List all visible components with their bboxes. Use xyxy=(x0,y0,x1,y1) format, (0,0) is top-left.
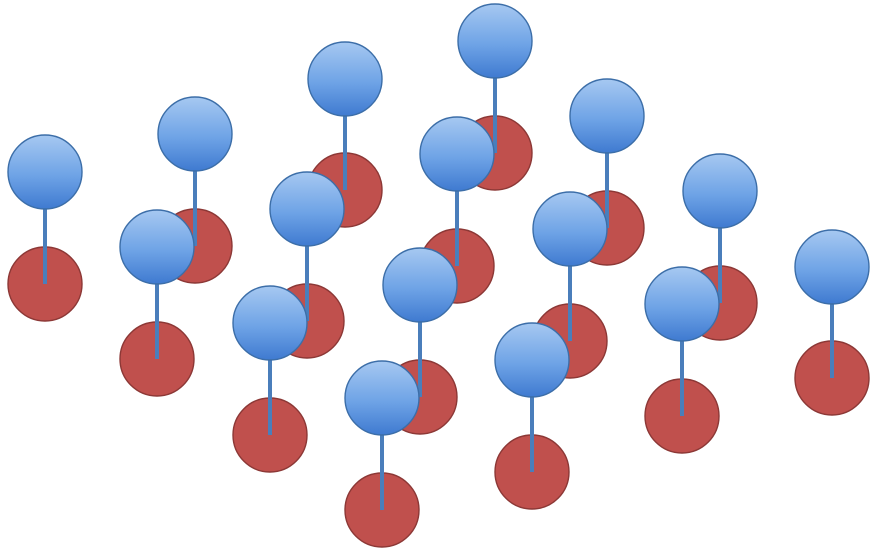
molecule xyxy=(7,134,83,322)
molecule xyxy=(419,116,495,304)
molecule xyxy=(794,229,870,416)
molecule xyxy=(494,322,570,510)
molecule xyxy=(119,209,195,397)
molecule xyxy=(644,266,720,454)
blue-head-ball xyxy=(532,191,608,267)
blue-head-ball xyxy=(494,322,570,398)
blue-head-ball xyxy=(794,229,870,305)
blue-head-ball xyxy=(382,247,458,323)
molecule-layer xyxy=(7,3,870,548)
blue-head-ball xyxy=(157,96,233,172)
blue-head-ball xyxy=(7,134,83,210)
blue-head-ball xyxy=(269,171,345,247)
blue-head-ball xyxy=(119,209,195,285)
molecule xyxy=(232,285,308,473)
molecule xyxy=(344,360,420,548)
blue-head-ball xyxy=(682,153,758,229)
blue-head-ball xyxy=(232,285,308,361)
blue-head-ball xyxy=(644,266,720,342)
blue-head-ball xyxy=(307,41,383,117)
blue-head-ball xyxy=(419,116,495,192)
blue-head-ball xyxy=(569,78,645,154)
blue-head-ball xyxy=(344,360,420,436)
blue-head-ball xyxy=(457,3,533,79)
molecule xyxy=(307,41,383,228)
